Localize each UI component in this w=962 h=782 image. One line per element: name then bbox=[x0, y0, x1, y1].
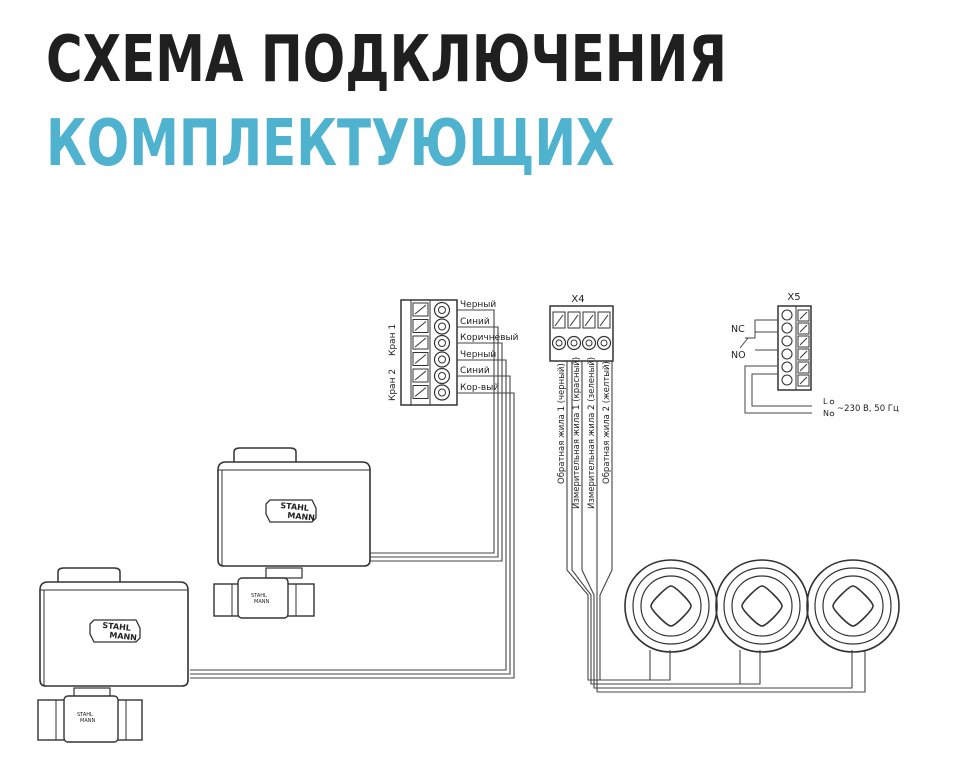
wire-label: Черный bbox=[460, 300, 496, 310]
terminal-cell bbox=[781, 361, 810, 374]
terminal-cell bbox=[596, 311, 612, 351]
terminal-cell bbox=[551, 311, 567, 351]
wire-label: Синий bbox=[460, 317, 490, 327]
brand-logo-small: MANN bbox=[254, 599, 269, 605]
brand-logo: MANN bbox=[109, 631, 137, 643]
wire-label: Черный bbox=[460, 350, 496, 360]
valve-terminal-block: Кран 1 Кран 2 Черный Синий Коричневый Че… bbox=[388, 299, 519, 406]
terminal-cell bbox=[412, 334, 451, 352]
leak-sensor bbox=[624, 559, 718, 653]
terminal-cell bbox=[781, 335, 810, 348]
x5-nc-label: NC bbox=[731, 324, 745, 335]
terminal-cell bbox=[781, 348, 810, 361]
terminal-cell bbox=[781, 374, 810, 387]
terminal-cell bbox=[412, 351, 451, 368]
terminal-x4-label: X4 bbox=[571, 294, 584, 305]
group-label-valve-1: Кран 1 bbox=[388, 324, 398, 356]
terminal-cell bbox=[566, 311, 582, 351]
group-label-valve-2: Кран 2 bbox=[388, 369, 398, 401]
terminal-cell bbox=[412, 384, 451, 401]
brand-logo: STAHL bbox=[280, 501, 309, 513]
terminal-x5-label: X5 bbox=[787, 292, 800, 303]
terminal-x4: X4 Обратная жила 1 (черный) Измерительна… bbox=[549, 294, 614, 509]
sensor-wires bbox=[566, 361, 866, 693]
leak-sensor bbox=[715, 559, 809, 653]
leak-sensor bbox=[806, 559, 900, 653]
x5-n-label: N bbox=[823, 409, 829, 418]
x4-wire-label: Измерительная жила 2 (зеленый) bbox=[587, 357, 597, 509]
terminal-cell bbox=[781, 322, 810, 335]
title-line-2: КОМПЛЕКТУЮЩИХ bbox=[46, 107, 615, 181]
x4-wire-label: Обратная жила 2 (желтый) bbox=[602, 361, 612, 484]
terminal-cell bbox=[412, 318, 451, 335]
brand-logo-small: STAHL bbox=[77, 712, 93, 718]
x4-wire-label: Обратная жила 1 (черный) bbox=[557, 363, 567, 484]
motor-valve-lower: STAHL MANN STAHL MANN bbox=[37, 567, 189, 743]
motor-valve-upper: STAHL MANN STAHL MANN bbox=[213, 447, 371, 619]
terminal-cell bbox=[412, 367, 451, 385]
wire-label: Коричневый bbox=[460, 333, 519, 343]
brand-logo: MANN bbox=[287, 511, 315, 523]
x5-l-label: L bbox=[823, 397, 828, 406]
wire-label: Кор-вый bbox=[460, 383, 499, 393]
wire-label: Синий bbox=[460, 366, 490, 376]
terminal-cell bbox=[581, 311, 597, 351]
x5-no-label: NO bbox=[731, 350, 746, 361]
terminal-cell bbox=[781, 309, 810, 322]
brand-logo: STAHL bbox=[102, 621, 131, 633]
terminal-cell bbox=[412, 301, 451, 319]
terminal-x5: X5 NC NO L N ~230 В, 50 Гц bbox=[731, 292, 899, 418]
x4-wire-label: Измерительная жила 1 (красный) bbox=[572, 357, 582, 509]
brand-logo-small: MANN bbox=[80, 718, 95, 724]
x5-power-label: ~230 В, 50 Гц bbox=[837, 404, 899, 414]
brand-logo-small: STAHL bbox=[251, 593, 267, 599]
title-line-1: СХЕМА ПОДКЛЮЧЕНИЯ bbox=[46, 23, 727, 97]
valve-wires bbox=[190, 309, 515, 679]
